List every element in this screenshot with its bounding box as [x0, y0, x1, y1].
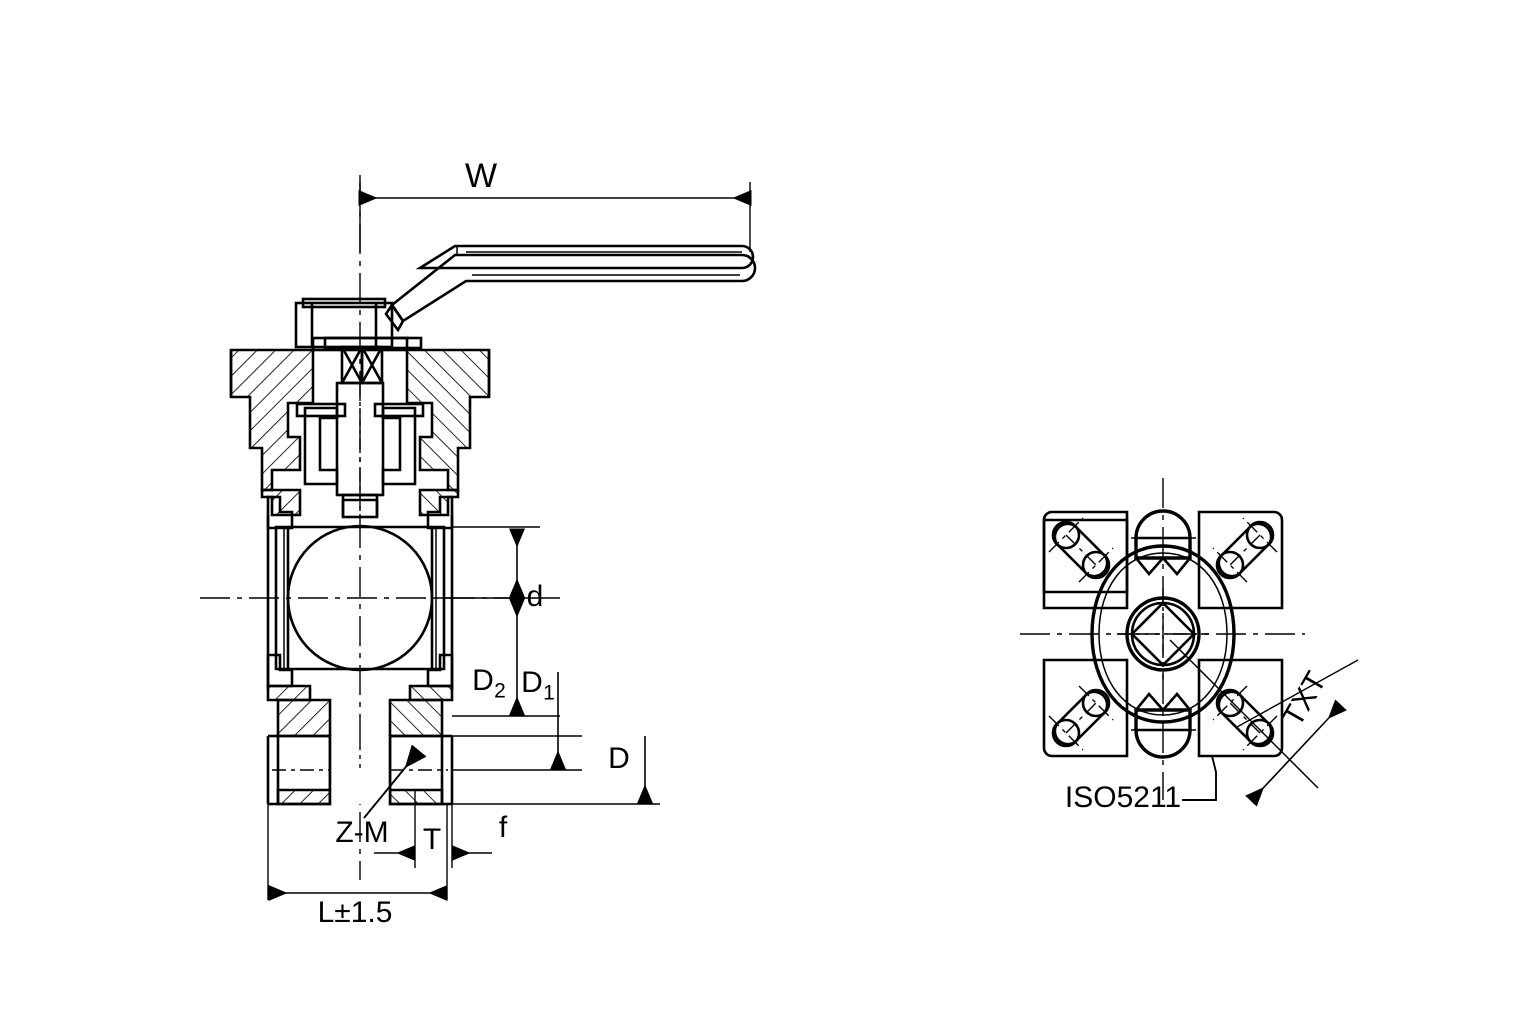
slot-bl-cross-a	[1048, 715, 1084, 751]
dimension-L: L±1.5	[267, 804, 448, 929]
lower-body-right-b	[388, 698, 444, 738]
dim-ZM-leader	[363, 744, 427, 819]
slot-tr-end-b	[1215, 550, 1245, 580]
dimension-D1: D 1	[452, 666, 582, 771]
bottom-flange-pair	[266, 734, 454, 806]
gland-x-b2	[360, 346, 384, 384]
slot-bl-end-b	[1081, 688, 1111, 718]
dim-f-label: f	[499, 811, 508, 844]
slot-bl-axis	[1065, 702, 1097, 734]
slot-top-left	[1048, 517, 1114, 583]
slot-tr-cross-b	[1212, 547, 1248, 583]
flange-leg-left-hatch	[276, 788, 332, 806]
pad-plate-tl	[1042, 510, 1129, 610]
slot-tr-axis	[1229, 534, 1261, 566]
slot-bl-cross-b	[1078, 685, 1114, 721]
slot-tl-end-a	[1051, 520, 1081, 550]
gland-x-a2	[340, 346, 364, 384]
slot-tl-cross-a	[1048, 517, 1084, 553]
pad-lugs	[1131, 509, 1196, 759]
dimension-W: W	[358, 157, 752, 252]
pad-stem-drive	[1117, 588, 1209, 680]
label-ISO5211: ISO5211	[1065, 755, 1217, 814]
dim-L-label: L±1.5	[318, 896, 393, 929]
stem-packing-set	[295, 402, 425, 486]
front-section-view: W d D 2 D 1 D	[200, 157, 757, 929]
dim-D-label: D	[608, 742, 630, 775]
dim-W-label: W	[465, 157, 497, 195]
slot-top-right	[1212, 517, 1278, 583]
dim-D2-label: D	[472, 664, 494, 697]
slot-tl-cross-b	[1078, 547, 1114, 583]
flange-leg-right-hatch	[388, 788, 444, 806]
lever-handle	[384, 244, 757, 333]
boss-outer	[1090, 544, 1236, 724]
dim-D1-label: D	[521, 666, 543, 699]
dimension-D-flange: D	[452, 736, 660, 805]
pad-central-boss	[1090, 544, 1236, 724]
boss-outer-inner-edge	[1098, 552, 1228, 716]
dimension-d: d	[437, 526, 560, 613]
dim-D2-subscript: 2	[494, 680, 506, 703]
dim-TXT-line	[1245, 699, 1347, 807]
dimension-D2: D 2	[452, 598, 560, 717]
bonnet-outer-profile	[229, 350, 491, 397]
pad-slotted-holes	[1048, 517, 1278, 751]
lower-body-left-a	[266, 684, 312, 702]
lug-top-vee	[1134, 557, 1164, 577]
pad-plate-tr	[1197, 510, 1284, 610]
slot-br-cross-b	[1212, 685, 1248, 721]
bonnet-mounting-flange	[229, 336, 491, 492]
dim-D1-subscript: 1	[543, 682, 555, 705]
handle-hub-tab	[384, 302, 405, 333]
lower-body-left-b	[276, 698, 332, 738]
slot-tl-axis	[1065, 534, 1097, 566]
dim-T-label: T	[423, 823, 441, 856]
slot-br-end-b	[1215, 688, 1245, 718]
lower-body-right-a	[408, 684, 454, 702]
dimension-T: T	[374, 770, 492, 868]
dim-d-label: d	[527, 580, 544, 613]
slot-tr-cross-a	[1242, 517, 1278, 553]
dimension-ZM: Z-M	[335, 744, 427, 849]
pad-plate-bl	[1042, 658, 1129, 758]
slot-bottom-left	[1048, 685, 1114, 751]
ball-stem-slot	[341, 498, 379, 517]
slot-tl-end-b	[1081, 550, 1111, 580]
dim-ZM-label: Z-M	[335, 816, 388, 849]
lug-top-vee2	[1162, 557, 1192, 577]
lug-bottom-vee	[1134, 691, 1164, 711]
lug-bottom-vee2	[1162, 691, 1192, 711]
slot-bl-end-a	[1051, 718, 1081, 748]
iso-label: ISO5211	[1065, 781, 1181, 814]
iso-leader	[1182, 755, 1217, 801]
slot-tr-end-a	[1245, 520, 1275, 550]
dimension-f: f	[499, 811, 508, 844]
